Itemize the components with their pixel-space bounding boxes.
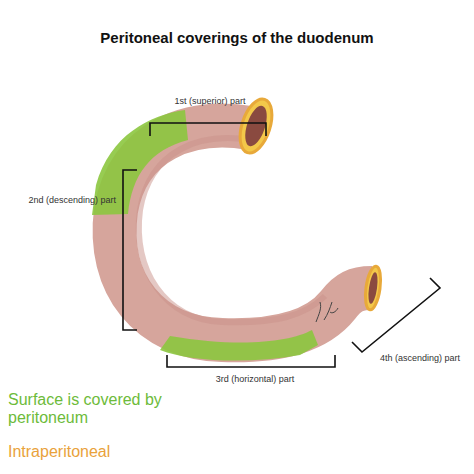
legend-entry: Intraperitoneal [8,443,208,461]
legend-text: Intraperitoneal [8,443,110,460]
part-bracket [352,278,440,352]
legend-entry: Surface is covered by peritoneum [8,391,208,427]
duodenum-tube [115,126,372,341]
legend-text: Surface is covered by peritoneum [8,391,162,426]
peritoneum-covering [160,330,318,361]
part-label: 2nd (descending) part [28,195,116,205]
lumen-mucosa [367,272,379,305]
part-bracket [167,355,335,367]
part-bracket [123,170,137,330]
diagram-title: Peritoneal coverings of the duodenum [100,29,373,46]
part-label: 3rd (horizontal) part [216,374,295,384]
artist-signature [316,302,338,322]
part-label: 4th (ascending) part [380,353,460,363]
part-bracket [150,123,266,136]
tube-shading [139,138,325,322]
lumen-opening [363,265,383,311]
part-label: 1st (superior) part [174,96,245,106]
